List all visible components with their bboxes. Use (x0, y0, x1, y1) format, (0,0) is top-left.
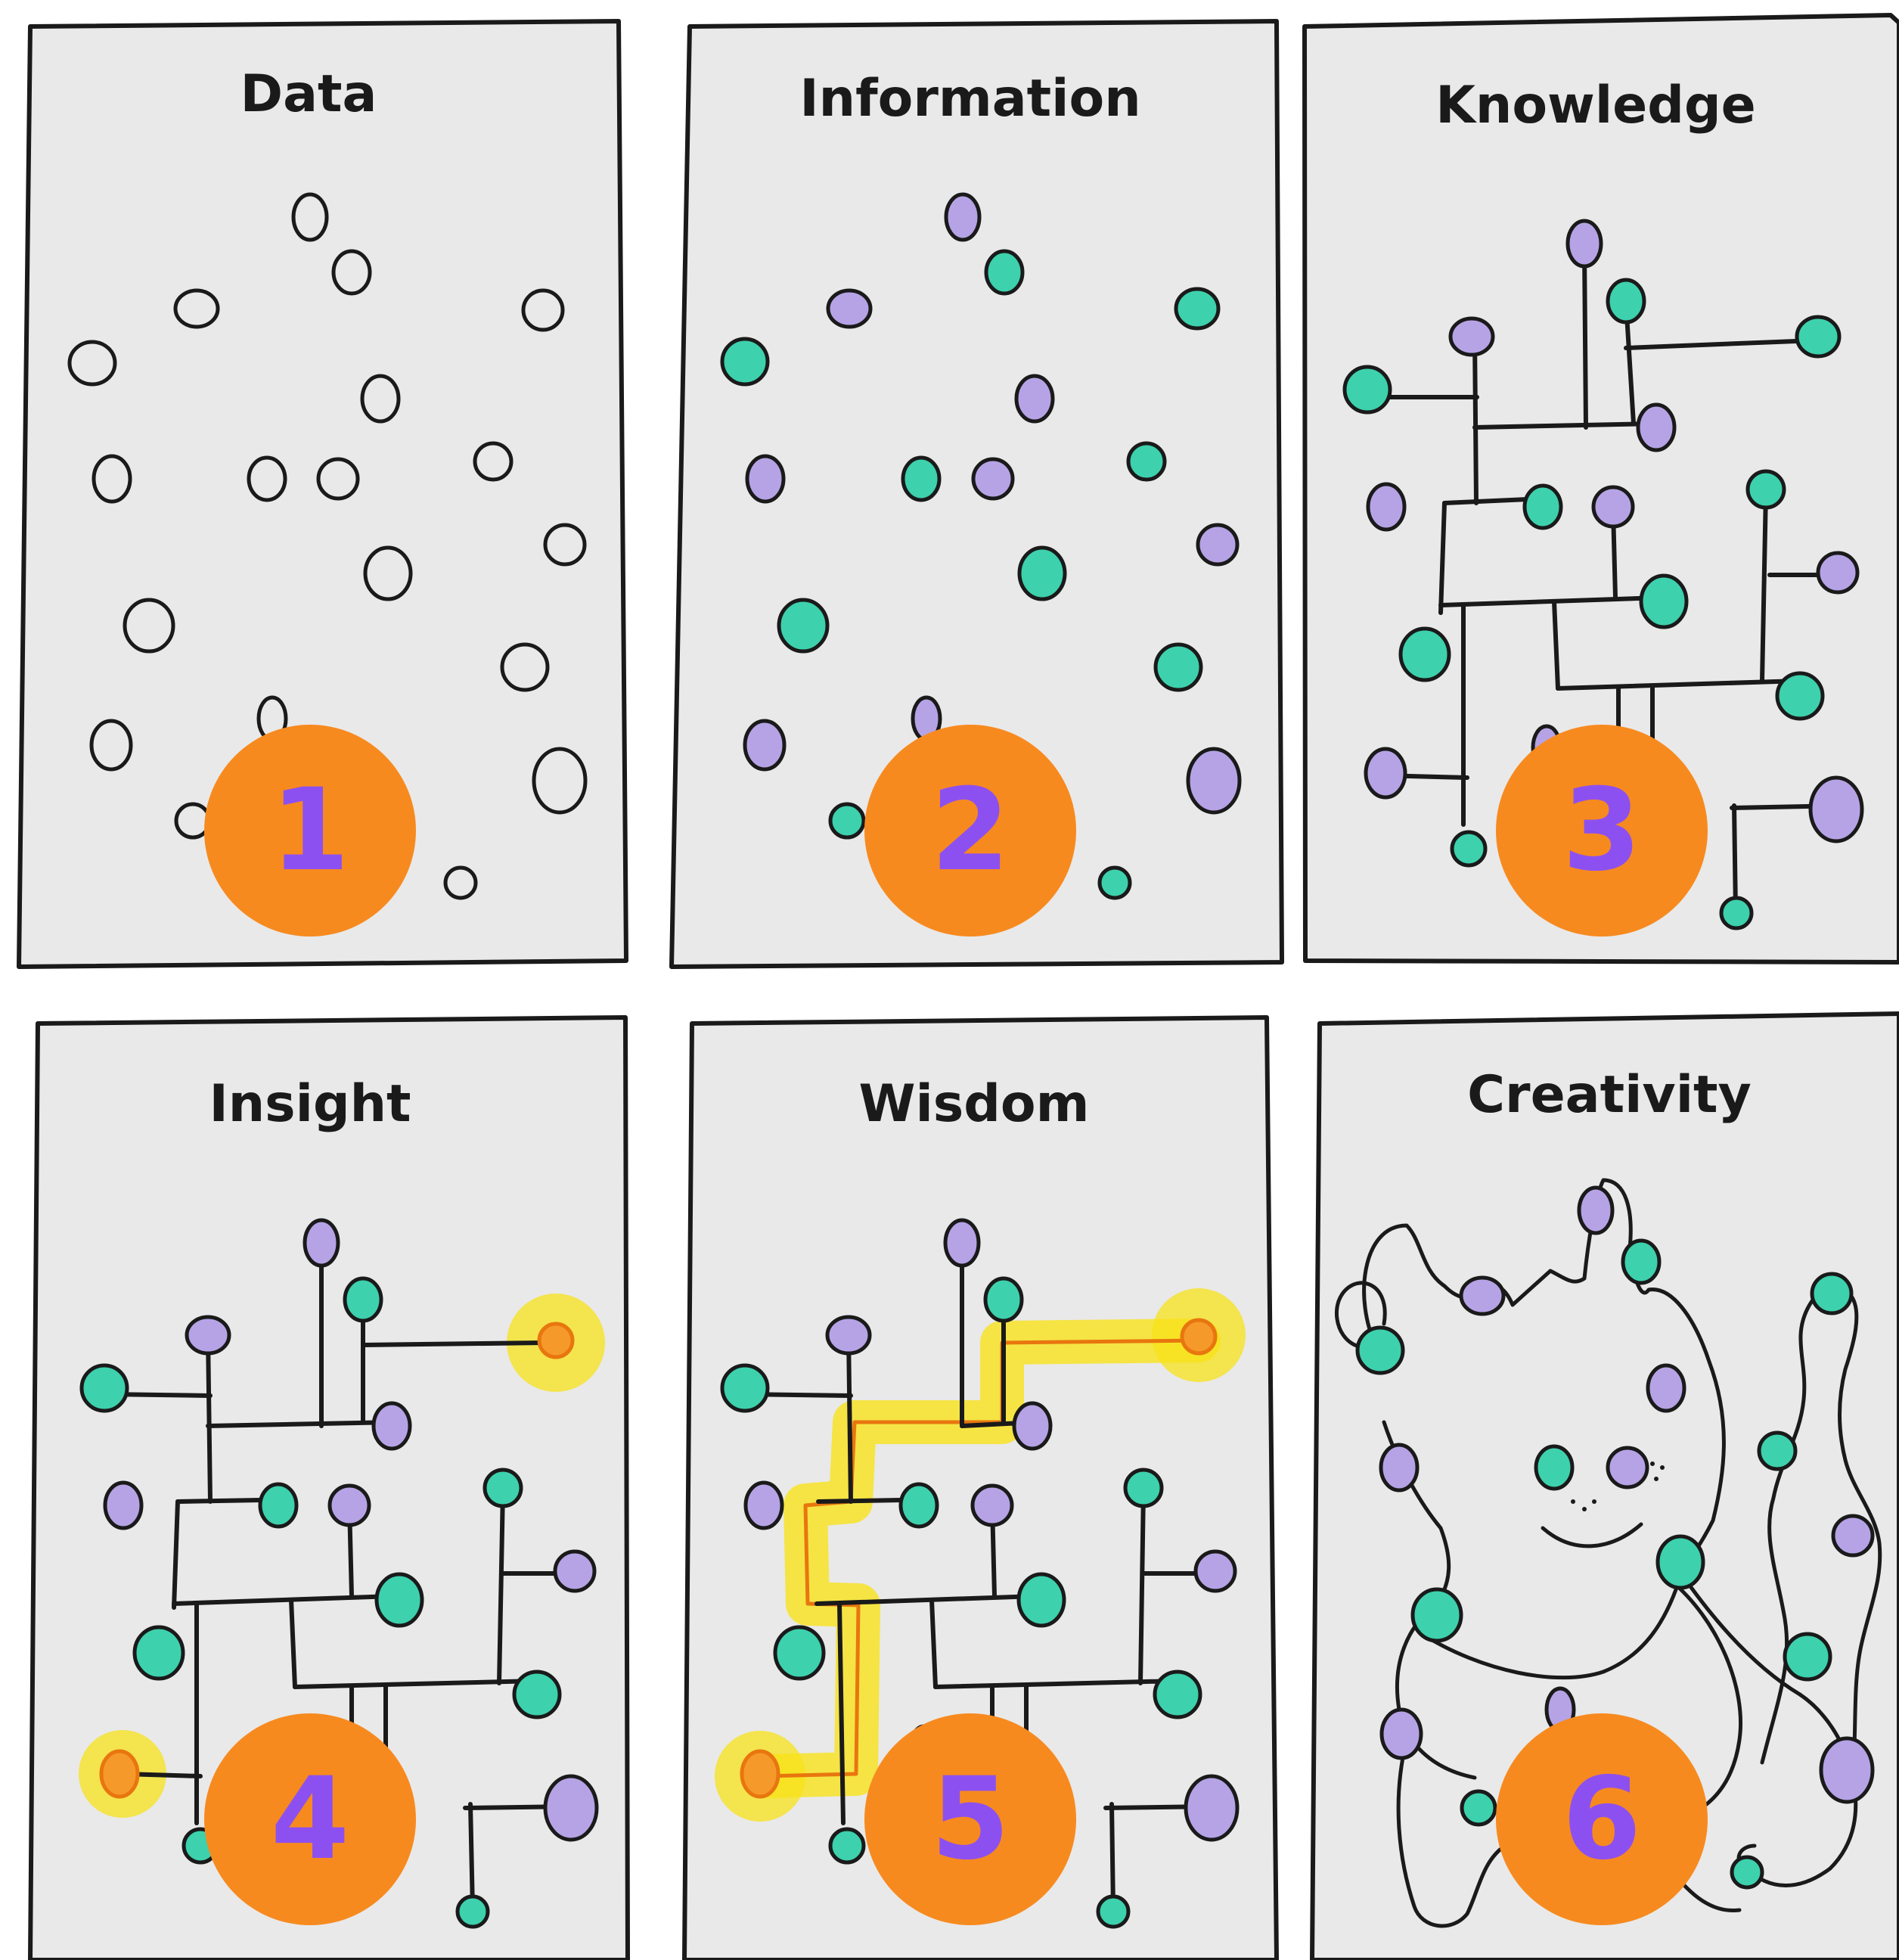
panel-title: Wisdom (858, 1074, 1089, 1134)
badge-2: 2 (864, 725, 1076, 937)
data-points (720, 192, 1242, 900)
panel-frame (28, 1015, 630, 1960)
panel-insight: Insight (28, 1015, 630, 1960)
panel-title: Insight (209, 1074, 411, 1134)
badge-circle (1496, 725, 1708, 937)
badge-number: 2 (931, 765, 1010, 896)
badge-number: 4 (271, 1753, 349, 1885)
panel-frame (1310, 1011, 1899, 1960)
badge-number: 1 (271, 765, 349, 896)
badge-4: 4 (204, 1713, 416, 1925)
badge-5: 5 (864, 1713, 1076, 1925)
badge-1: 1 (204, 725, 416, 937)
badge-circle (864, 1713, 1076, 1925)
badge-number: 5 (931, 1753, 1010, 1885)
panel-frame (17, 19, 628, 969)
data-points (1355, 1185, 1875, 1890)
badge-circle (1496, 1713, 1708, 1925)
panel-information: Information (669, 19, 1284, 969)
badge-number: 3 (1562, 765, 1641, 896)
badge-circle (864, 725, 1076, 937)
panel-frame (669, 19, 1284, 969)
panel-title: Knowledge (1435, 76, 1756, 135)
data-points (1342, 219, 1864, 930)
panel-creativity: Creativity (1310, 1011, 1899, 1960)
badge-circle (204, 725, 416, 937)
panel-data: Data (17, 19, 628, 969)
panel-title: Information (799, 69, 1140, 129)
badge-3: 3 (1496, 725, 1708, 937)
panel-knowledge: Knowledge (1302, 13, 1899, 964)
panel-wisdom: Wisdom (682, 1015, 1279, 1960)
panel-title: Creativity (1467, 1065, 1752, 1125)
nose-dots (1571, 1461, 1665, 1511)
badge-number: 6 (1562, 1753, 1641, 1885)
badge-circle (204, 1713, 416, 1925)
badge-6: 6 (1496, 1713, 1708, 1925)
panel-title: Data (240, 64, 377, 124)
